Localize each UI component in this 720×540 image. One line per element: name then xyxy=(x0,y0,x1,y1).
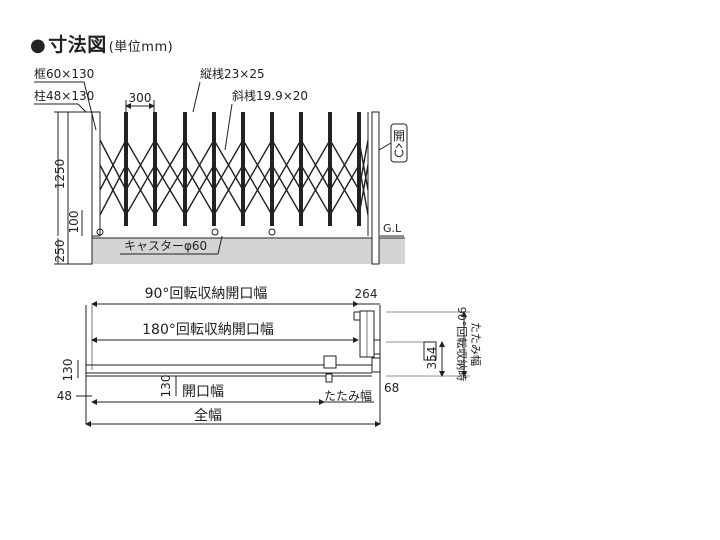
plan-view: 90°回転収納開口幅 264 180°回転収納開口幅 90°回転収納時 たたみ幅 xyxy=(57,286,482,427)
frame-leader xyxy=(34,81,97,131)
diagonal-bar xyxy=(154,164,186,216)
vertical-bar-leader xyxy=(192,81,201,113)
vertical-bars xyxy=(124,112,361,226)
rot90-width-label: 90°回転収納開口幅 xyxy=(145,286,268,302)
height-label: 1250 xyxy=(53,159,67,190)
vertical-bar xyxy=(183,112,187,226)
title-unit: (単位mm) xyxy=(108,40,174,55)
bullet-icon: ● xyxy=(30,35,47,56)
below-ground-label: 250 xyxy=(53,240,67,263)
diagonal-bar xyxy=(184,164,215,216)
dim-264-label: 264 xyxy=(355,287,378,301)
caster-label: キャスターφ60 xyxy=(124,239,207,253)
vertical-bar xyxy=(241,112,245,226)
open-arrow-icon xyxy=(394,143,404,158)
diagonal-bar xyxy=(125,139,156,191)
dim-130-left-label: 130 xyxy=(61,359,75,382)
left-post xyxy=(67,111,93,265)
vertical-bar xyxy=(357,112,361,226)
elevation-view: 開 框60×130 柱48×130 300 縦桟23×25 斜桟19.9×20 … xyxy=(34,67,408,265)
vertical-bar-label: 縦桟23×25 xyxy=(200,67,265,81)
open-sign-leader xyxy=(378,142,392,151)
dim-130-mid-label: 130 xyxy=(159,375,173,398)
diagonal-bar xyxy=(358,164,369,216)
diagonal-bar xyxy=(329,139,360,191)
diagonal-bar xyxy=(125,164,156,216)
rot180-width-label: 180°回転収納開口幅 xyxy=(142,322,274,338)
diagonal-bar xyxy=(99,164,127,216)
casters xyxy=(96,228,276,236)
vertical-bar xyxy=(270,112,274,226)
total-width-label: 全幅 xyxy=(194,407,222,424)
right-post xyxy=(371,111,380,265)
caster-height-label: 100 xyxy=(67,211,81,234)
opening-width-label: 開口幅 xyxy=(182,384,224,400)
rot90-folded-label-2: たたみ幅 xyxy=(469,322,482,366)
vertical-bar xyxy=(124,112,128,226)
diagonal-bar xyxy=(99,139,127,191)
frame-label: 框60×130 xyxy=(34,67,94,81)
rot90-folded-label-1: 90°回転収納時 xyxy=(455,307,468,382)
diagonal-bar-label: 斜桟19.9×20 xyxy=(232,89,308,103)
dim-48-label: 48 xyxy=(57,389,72,403)
diagonal-bar xyxy=(300,139,331,191)
left-frame xyxy=(91,111,101,237)
diagonal-bar xyxy=(184,139,215,191)
title-main: 寸法図 xyxy=(48,34,107,56)
pitch-label: 300 xyxy=(129,91,152,105)
dim-354-label: 354 xyxy=(425,347,439,370)
diagonal-bar xyxy=(271,164,302,216)
vertical-bar xyxy=(212,112,216,226)
diagonal-bar xyxy=(213,139,244,191)
vertical-bar xyxy=(299,112,303,226)
page-title: ● 寸法図 (単位mm) xyxy=(30,30,173,57)
ground-fill xyxy=(85,238,405,264)
folded-width-label: たたみ幅 xyxy=(324,388,372,403)
diagonal-bar xyxy=(242,164,273,216)
diagonal-lattice xyxy=(99,139,369,216)
diagonal-bar xyxy=(358,139,369,191)
diagonal-bar xyxy=(242,139,273,191)
vertical-bar xyxy=(153,112,157,226)
diagonal-bar xyxy=(300,164,331,216)
diagonal-bar xyxy=(271,139,302,191)
post-label: 柱48×130 xyxy=(34,88,94,103)
vertical-bar xyxy=(328,112,332,226)
ground-label: G.L xyxy=(383,222,402,235)
folded-gate-box xyxy=(323,355,337,369)
diagonal-bar-leader xyxy=(224,103,233,151)
open-label: 開 xyxy=(393,129,405,143)
diagonal-bar xyxy=(213,164,244,216)
post-leader xyxy=(34,103,87,113)
dim-68-label: 68 xyxy=(384,381,399,395)
diagonal-bar xyxy=(329,164,360,216)
diagonal-bar xyxy=(154,139,186,191)
